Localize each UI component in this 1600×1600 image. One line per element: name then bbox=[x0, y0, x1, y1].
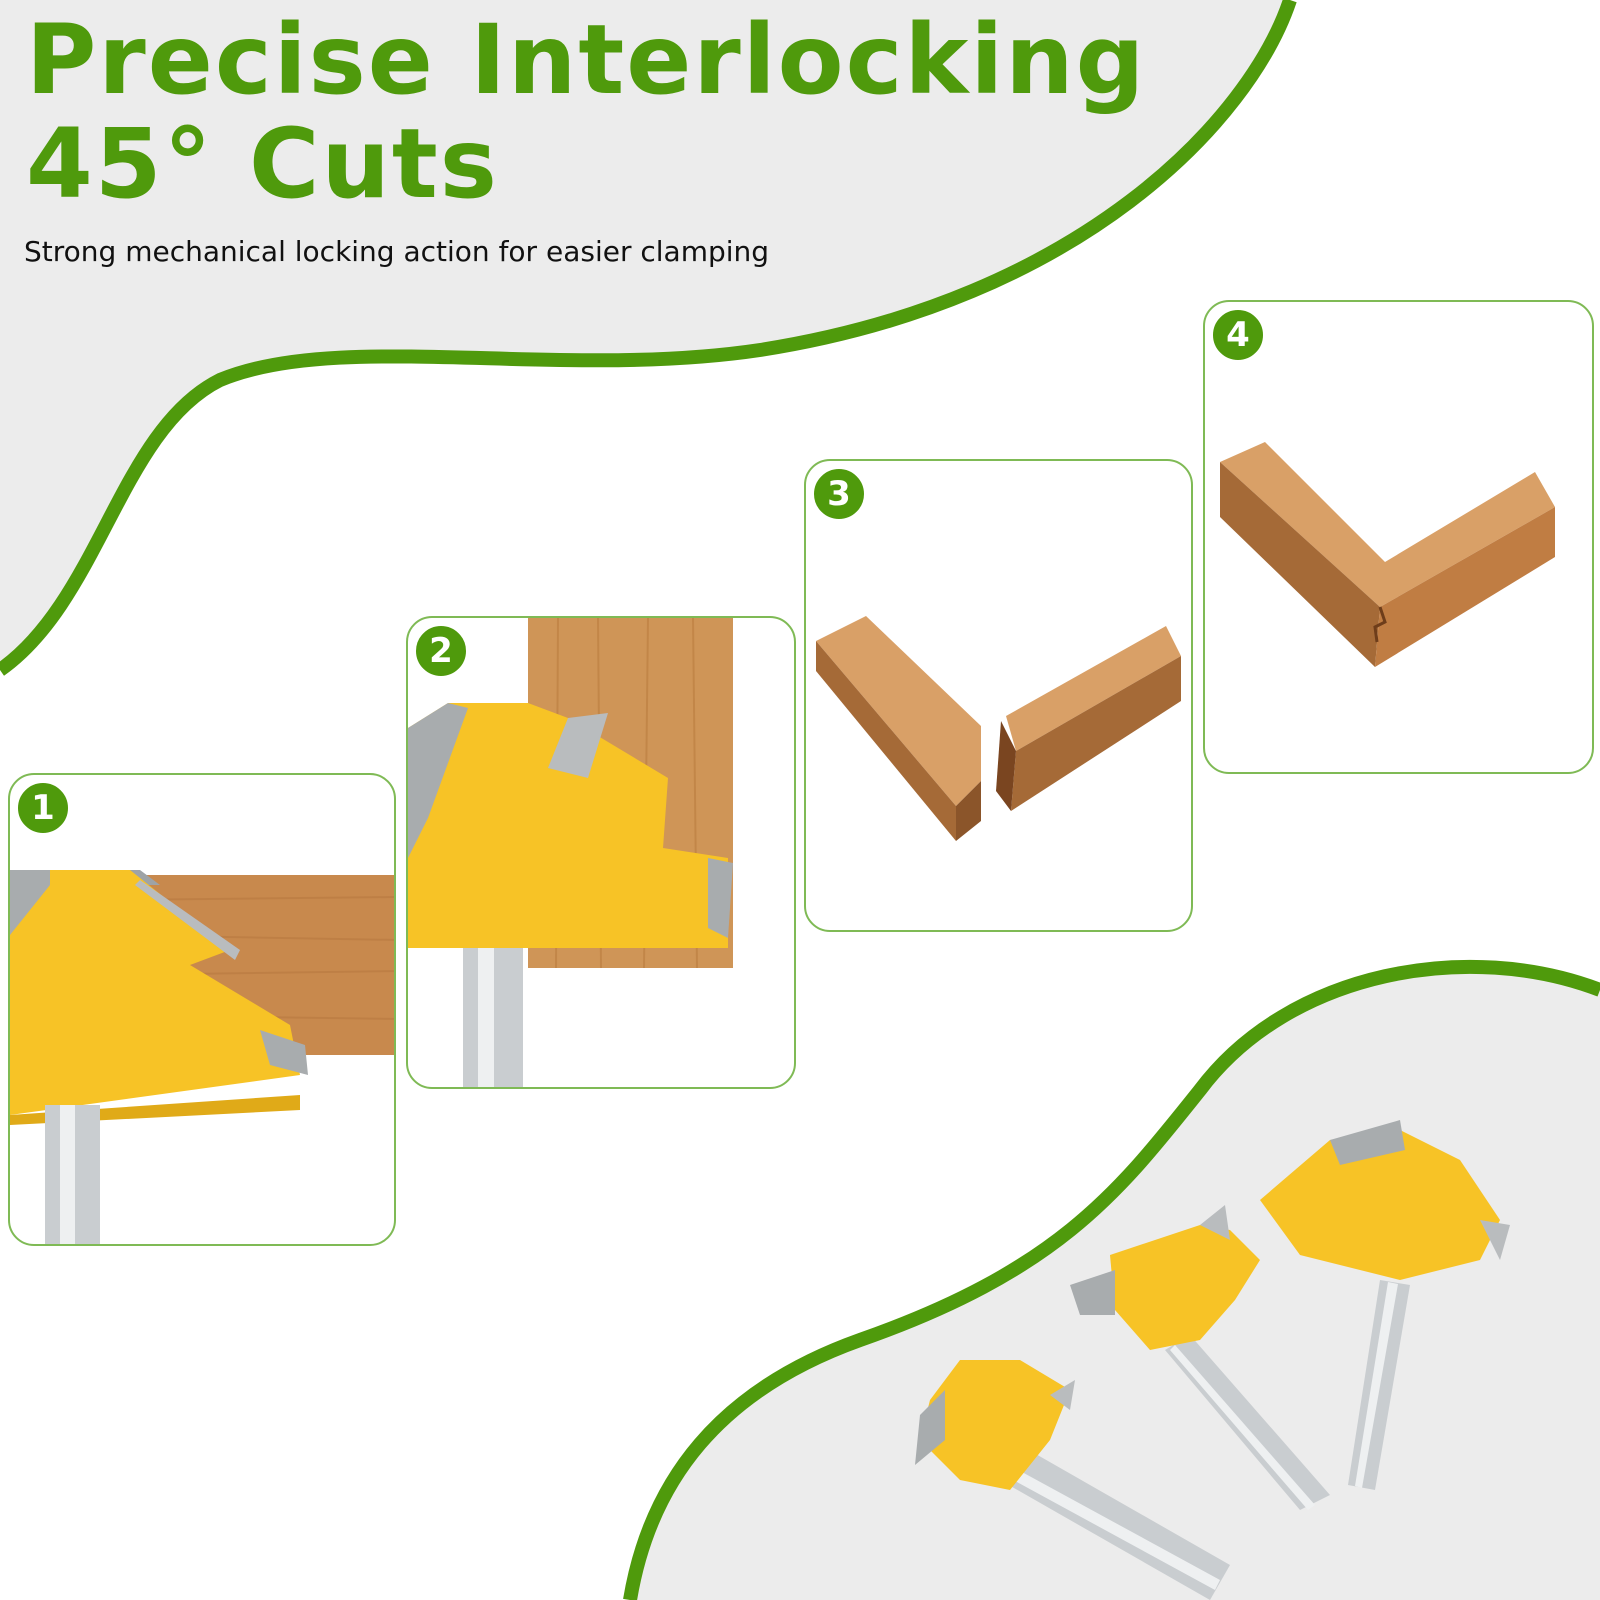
router-bit-vertical-cut-illustration bbox=[408, 618, 733, 1087]
router-bit-medium bbox=[1070, 1205, 1330, 1510]
router-bits-product-image bbox=[915, 1120, 1510, 1600]
router-bit-large bbox=[1260, 1120, 1510, 1490]
separated-lock-miter-boards-illustration bbox=[816, 616, 1181, 841]
router-bit-horizontal-cut-illustration bbox=[10, 870, 394, 1244]
assembled-corner-joint-illustration bbox=[1220, 442, 1555, 667]
step-number-badge: 4 bbox=[1211, 308, 1265, 362]
router-bit-small bbox=[915, 1360, 1230, 1600]
step-number-badge: 3 bbox=[812, 467, 866, 521]
title-line-1: Precise Interlocking bbox=[26, 4, 1147, 116]
step-4-card: 4 bbox=[1203, 300, 1594, 774]
step-2-card: 2 bbox=[406, 616, 796, 1089]
step-1-card: 1 bbox=[8, 773, 396, 1246]
title-line-2: 45° Cuts bbox=[26, 108, 499, 220]
page-title: Precise Interlocking 45° Cuts bbox=[26, 8, 1146, 216]
subtitle: Strong mechanical locking action for eas… bbox=[24, 235, 770, 268]
step-number-badge: 1 bbox=[16, 781, 70, 835]
step-3-card: 3 bbox=[804, 459, 1193, 932]
step-number-badge: 2 bbox=[414, 624, 468, 678]
